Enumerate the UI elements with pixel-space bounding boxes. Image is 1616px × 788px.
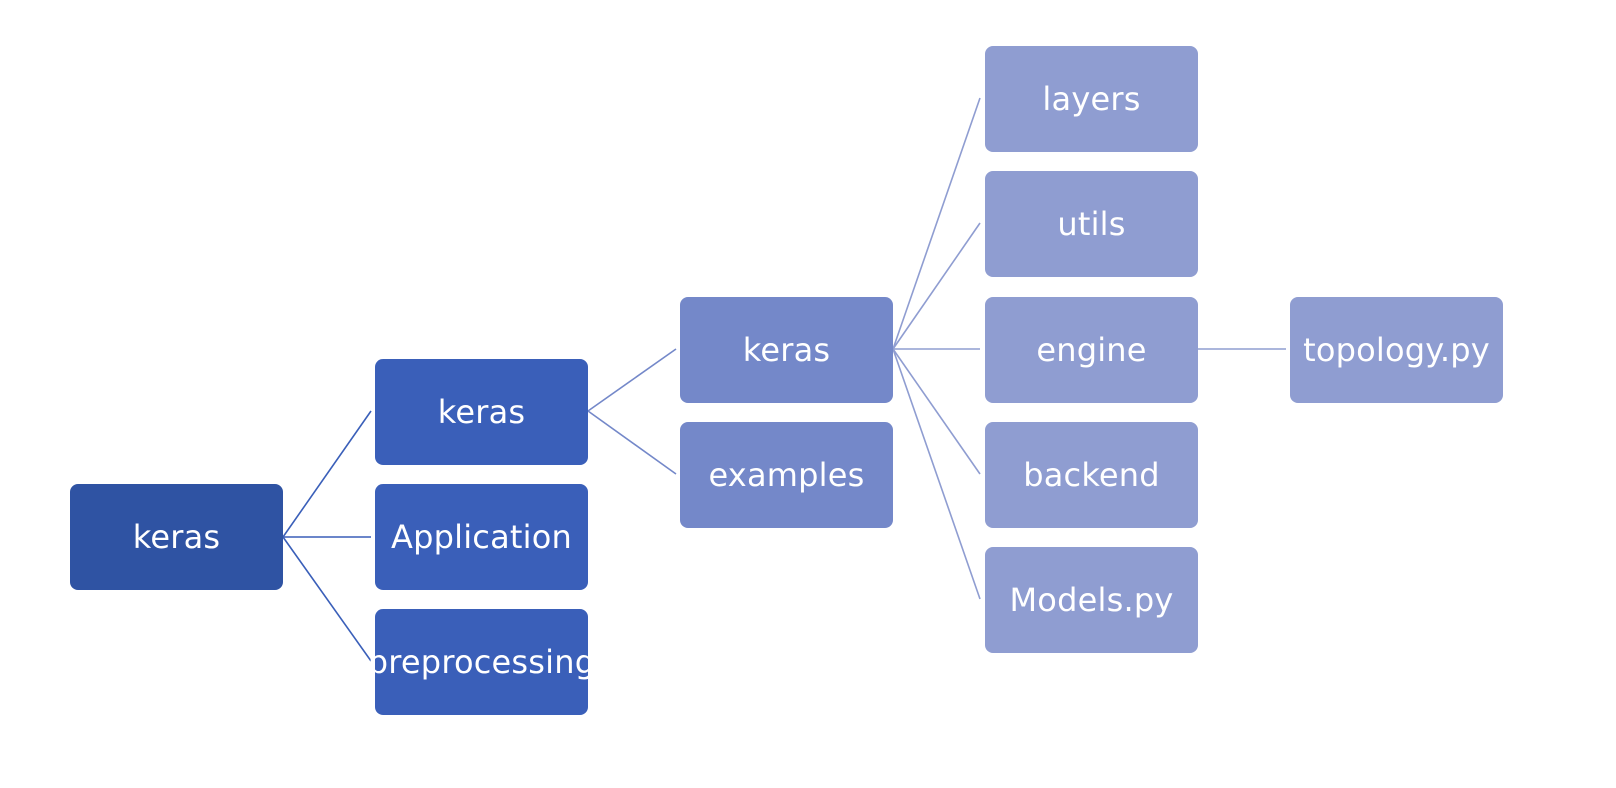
node-keras-level2: keras: [680, 297, 893, 403]
connector-keras-examples: [587, 410, 677, 475]
node-preprocessing: preprocessing: [368, 609, 595, 715]
node-label: backend: [1023, 456, 1160, 494]
node-label: keras: [742, 331, 831, 369]
connector-keras-layers: [892, 97, 981, 350]
node-models-py: Models.py: [985, 547, 1198, 653]
node-layers: layers: [985, 46, 1198, 152]
node-root-keras: keras: [70, 484, 283, 590]
connector-keras-backend: [892, 348, 981, 475]
node-label: engine: [1036, 331, 1147, 369]
node-engine: engine: [985, 297, 1198, 403]
node-label: topology.py: [1303, 331, 1490, 369]
node-label: layers: [1042, 80, 1141, 118]
node-backend: backend: [985, 422, 1198, 528]
node-label: examples: [708, 456, 865, 494]
node-keras-level1: keras: [375, 359, 588, 465]
connector-keras-keras: [587, 348, 677, 412]
node-examples: examples: [680, 422, 893, 528]
connector-root-preprocessing: [282, 536, 372, 662]
node-label: utils: [1057, 205, 1126, 243]
connector-root-keras: [282, 410, 372, 538]
node-label: keras: [437, 393, 526, 431]
node-application: Application: [375, 484, 588, 590]
node-label: Application: [391, 518, 572, 556]
node-label: preprocessing: [367, 643, 596, 681]
node-label: keras: [132, 518, 221, 556]
connector-keras-models: [892, 348, 981, 600]
node-label: Models.py: [1009, 581, 1174, 619]
node-topology-py: topology.py: [1290, 297, 1503, 403]
node-utils: utils: [985, 171, 1198, 277]
connector-keras-utils: [892, 222, 981, 350]
